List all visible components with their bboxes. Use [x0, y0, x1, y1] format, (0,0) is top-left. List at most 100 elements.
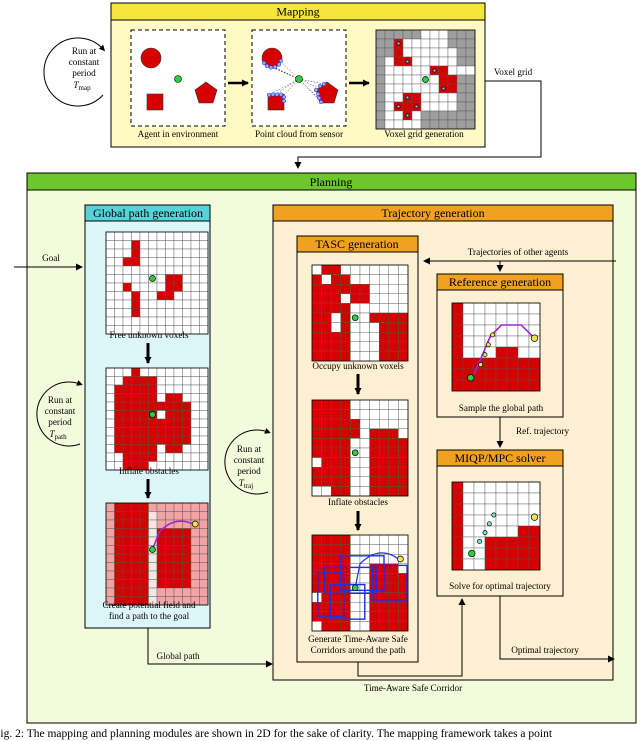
voxel-cell: [311, 351, 322, 362]
voxel-cell: [148, 316, 158, 326]
voxel-cell: [517, 503, 530, 516]
voxel-cell: [199, 528, 209, 538]
voxel-cell: [340, 332, 351, 343]
voxel-grid-label: Voxel grid: [494, 67, 533, 77]
voxel-cell: [148, 265, 158, 275]
voxel-cell: [350, 332, 361, 343]
voxel-cell: [369, 476, 380, 487]
voxel-cell: [331, 438, 342, 449]
voxel-cell: [165, 570, 175, 580]
voxel-cell: [350, 534, 361, 545]
voxel-cell: [165, 444, 175, 454]
voxel-cell: [182, 265, 192, 275]
voxel-cell: [447, 74, 458, 85]
voxel-cell: [182, 274, 192, 284]
voxel-cell: [105, 435, 115, 445]
voxel-cell: [528, 368, 541, 381]
voxel-cell: [384, 29, 395, 40]
voxel-cell: [156, 562, 166, 572]
voxel-cell: [379, 438, 390, 449]
voxel-cell: [398, 457, 409, 468]
voxel-panel: Voxel grid generation: [375, 29, 476, 139]
voxel-cell: [148, 553, 158, 563]
voxel-cell: [190, 316, 200, 326]
other-agents-label: Trajectories of other agents: [468, 247, 569, 257]
marker-dot: [351, 584, 359, 592]
voxel-cell: [173, 401, 183, 411]
voxel-cell: [148, 587, 158, 597]
voxel-cell: [411, 56, 422, 67]
voxel-cell: [331, 563, 342, 574]
voxel-cell: [199, 248, 209, 258]
figure-caption: Fig. 2: The mapping and planning modules…: [0, 728, 553, 740]
voxel-cell: [495, 536, 508, 549]
voxel-cell: [199, 384, 209, 394]
voxel-cell: [350, 486, 361, 497]
voxel-cell: [473, 481, 486, 494]
voxel-cell: [350, 457, 361, 468]
voxel-cell: [379, 341, 390, 352]
marker-dot: [491, 512, 497, 518]
voxel-cell: [369, 573, 380, 584]
voxel-cell: [411, 83, 422, 94]
voxel-cell: [398, 264, 409, 275]
voxel-cell: [350, 284, 361, 295]
trajectory-title: Trajectory generation: [381, 206, 484, 220]
voxel-cell: [359, 621, 370, 632]
voxel-cell: [447, 110, 458, 121]
voxel-cell: [384, 65, 395, 76]
voxel-cell: [398, 611, 409, 622]
voxel-cell: [122, 545, 132, 555]
voxel-cell: [105, 579, 115, 589]
voxel-cell: [438, 119, 449, 130]
voxel-cell: [148, 418, 158, 428]
voxel-cell: [190, 401, 200, 411]
voxel-cell: [506, 302, 519, 315]
obstacle-pentagon: [194, 81, 218, 104]
voxel-cell: [420, 65, 431, 76]
voxel-cell: [359, 274, 370, 285]
voxel-cell: [321, 563, 332, 574]
voxel-cell: [350, 573, 361, 584]
voxel-cell: [139, 545, 149, 555]
voxel-cell: [148, 384, 158, 394]
voxel-cell: [379, 486, 390, 497]
voxel-cell: [182, 418, 192, 428]
voxel-cell: [139, 384, 149, 394]
voxel-cell: [398, 486, 409, 497]
voxel-cell: [165, 248, 175, 258]
voxel-cell: [131, 435, 141, 445]
voxel-cell: [122, 265, 132, 275]
voxel-cell: [122, 384, 132, 394]
voxel-cell: [156, 257, 166, 267]
voxel-cell: [321, 399, 332, 410]
voxel-cell: [105, 393, 115, 403]
voxel-cell: [182, 536, 192, 546]
voxel-cell: [114, 384, 124, 394]
voxel-cell: [199, 444, 209, 454]
voxel-cell: [331, 351, 342, 362]
voxel-cell: [165, 528, 175, 538]
voxel-cell: [182, 393, 192, 403]
voxel-cell: [173, 502, 183, 512]
voxel-cell: [114, 248, 124, 258]
voxel-cell: [122, 536, 132, 546]
voxel-cell: [165, 282, 175, 292]
grid-sample-path: [451, 302, 541, 392]
voxel-cell: [402, 119, 413, 130]
voxel-cell: [388, 573, 399, 584]
voxel-cell: [148, 519, 158, 529]
voxel-cell: [420, 38, 431, 49]
voxel-cell: [114, 316, 124, 326]
voxel-cell: [369, 457, 380, 468]
svg-text:constant: constant: [45, 406, 76, 416]
voxel-cell: [340, 341, 351, 352]
voxel-cell: [350, 351, 361, 362]
voxel-cell: [375, 101, 386, 112]
voxel-cell: [340, 303, 351, 314]
voxel-cell: [429, 38, 440, 49]
voxel-cell: [190, 257, 200, 267]
voxel-cell: [388, 447, 399, 458]
grid-free-unknown: [105, 231, 209, 335]
